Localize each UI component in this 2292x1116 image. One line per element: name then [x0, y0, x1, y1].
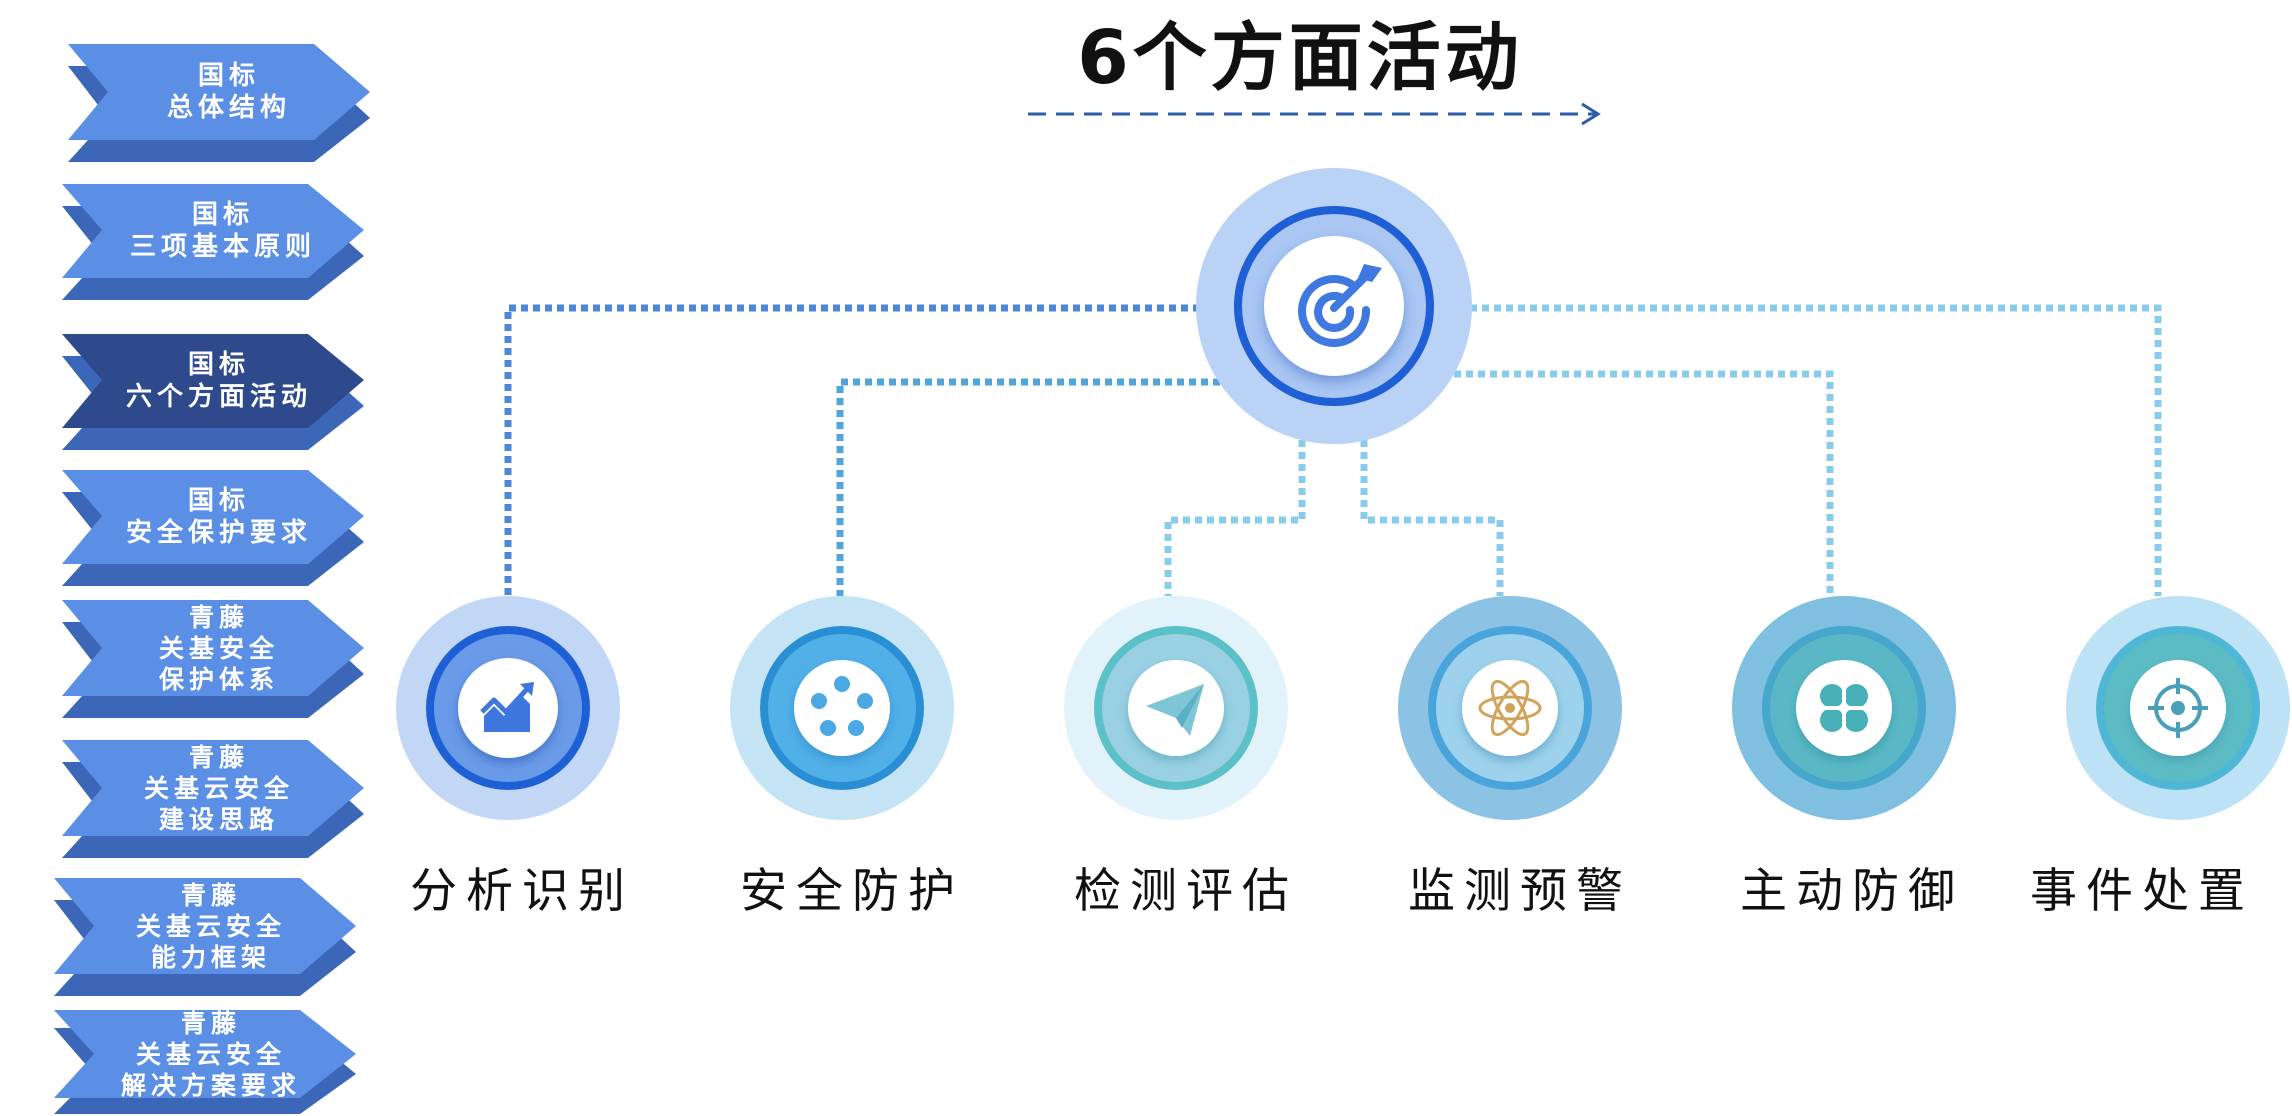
label-line: 关基安全	[158, 633, 279, 663]
label-line: 能力框架	[150, 942, 271, 972]
connector-monitoring	[1360, 440, 1504, 596]
label-line: 安全保护要求	[125, 518, 312, 548]
label-line: 保护体系	[158, 664, 279, 694]
sidebar-item-label: 国标 安全保护要求	[62, 470, 364, 564]
paper-plane-icon	[1064, 596, 1288, 820]
chevron-shape	[62, 600, 364, 718]
sidebar-item-label: 青藤 关基安全 保护体系	[62, 600, 364, 696]
node-protection[interactable]	[730, 596, 954, 820]
sidebar-item-overall-structure[interactable]: 国标 总体结构	[68, 44, 370, 162]
sidebar-item-cloud-security-approach[interactable]: 青藤 关基云安全 建设思路	[62, 740, 364, 858]
label-line: 关基云安全	[135, 911, 286, 941]
activity-label-evaluation: 检测评估	[1074, 864, 1298, 919]
connector-protection	[836, 378, 1220, 596]
sidebar-item-solution-requirements[interactable]: 青藤 关基云安全 解决方案要求	[54, 1009, 356, 1114]
sidebar-item-label: 青藤 关基云安全 能力框架	[54, 878, 356, 974]
label-line: 青藤	[180, 1008, 241, 1038]
activity-label-analysis: 分析识别	[410, 864, 634, 919]
chevron-shape	[68, 44, 370, 162]
sidebar-item-label: 青藤 关基云安全 解决方案要求	[54, 1006, 356, 1102]
chevron-shape	[62, 470, 364, 586]
sidebar-item-protection-system[interactable]: 青藤 关基安全 保护体系	[62, 600, 364, 718]
crosshair-icon	[2066, 596, 2290, 820]
sidebar-item-label: 国标 总体结构	[68, 44, 370, 140]
connector-evaluation	[1164, 440, 1306, 596]
sidebar-item-six-activities[interactable]: 国标 六个方面活动	[62, 334, 364, 450]
label-line: 关基云安全	[135, 1039, 286, 1069]
connector-response	[1470, 304, 2162, 596]
activity-label-protection: 安全防护	[740, 864, 964, 919]
target-arrow-icon	[1196, 168, 1472, 444]
chevron-shape	[54, 878, 356, 996]
activity-label-defense: 主动防御	[1740, 864, 1964, 919]
label-line: 国标	[191, 200, 254, 230]
node-monitoring[interactable]	[1398, 596, 1622, 820]
activity-label-response: 事件处置	[2030, 864, 2254, 919]
label-line: 解决方案要求	[120, 1070, 301, 1100]
trend-chart-icon	[396, 596, 620, 820]
label-line: 三项基本原则	[129, 232, 316, 262]
sidebar-item-protection-requirements[interactable]: 国标 安全保护要求	[62, 470, 364, 586]
node-analysis[interactable]	[396, 596, 620, 820]
label-line: 关基云安全	[143, 773, 294, 803]
sidebar-item-label: 国标 三项基本原则	[62, 184, 364, 278]
connector-analysis	[504, 304, 1200, 596]
title-arrow	[1028, 102, 1601, 126]
page-title: 6个方面活动	[1077, 15, 1523, 101]
node-evaluation[interactable]	[1064, 596, 1288, 820]
label-line: 国标	[197, 61, 260, 91]
four-petal-icon	[1732, 596, 1956, 820]
label-line: 国标	[187, 350, 250, 380]
chevron-shape	[62, 184, 364, 300]
label-line: 青藤	[180, 880, 241, 910]
chevron-shape	[54, 1010, 356, 1114]
label-line: 总体结构	[166, 93, 291, 123]
chevron-shape	[62, 334, 364, 450]
label-line: 六个方面活动	[125, 382, 312, 412]
label-line: 青藤	[188, 602, 249, 632]
sidebar-item-three-principles[interactable]: 国标 三项基本原则	[62, 184, 364, 300]
label-line: 国标	[187, 486, 250, 516]
chevron-shape	[62, 740, 364, 858]
sidebar-item-label: 青藤 关基云安全 建设思路	[62, 740, 364, 836]
sidebar-item-capability-framework[interactable]: 青藤 关基云安全 能力框架	[54, 878, 356, 996]
film-reel-icon	[730, 596, 954, 820]
node-response[interactable]	[2066, 596, 2290, 820]
activity-label-monitoring: 监测预警	[1408, 864, 1632, 919]
node-defense[interactable]	[1732, 596, 1956, 820]
label-line: 青藤	[188, 742, 249, 772]
connector-defense	[1454, 370, 1834, 596]
sidebar-nav: 国标 总体结构 国标 三项基本原则 国标 六个方面活动 国标 安全保护	[0, 0, 380, 1116]
atom-icon	[1398, 596, 1622, 820]
label-line: 建设思路	[158, 804, 279, 834]
sidebar-item-label: 国标 六个方面活动	[62, 334, 364, 428]
hub-node	[1196, 168, 1472, 444]
